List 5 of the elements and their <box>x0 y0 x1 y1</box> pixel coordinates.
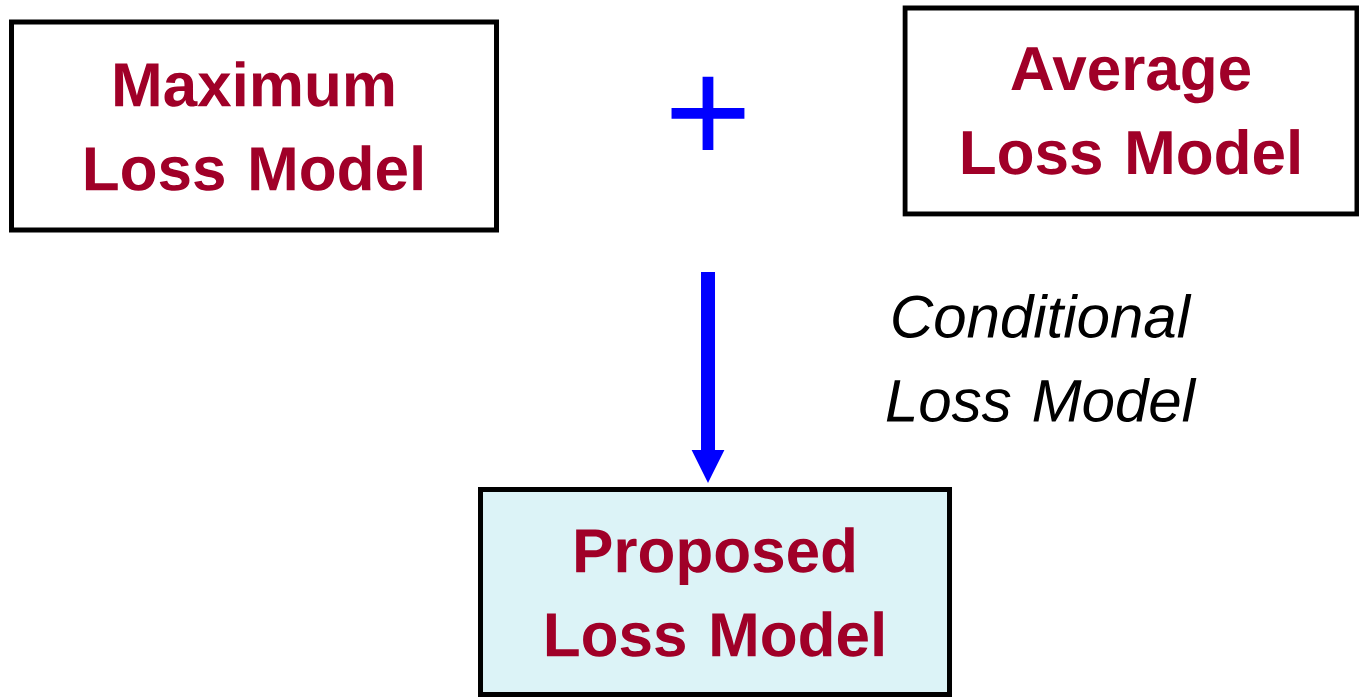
edge-label: Conditional Loss Model <box>886 293 1197 423</box>
plus-sign: + <box>671 76 745 151</box>
model-box: Maximum Loss Model <box>9 19 499 233</box>
model-box: Average Loss Model <box>902 5 1359 217</box>
model-box: Proposed Loss Model <box>478 487 952 697</box>
